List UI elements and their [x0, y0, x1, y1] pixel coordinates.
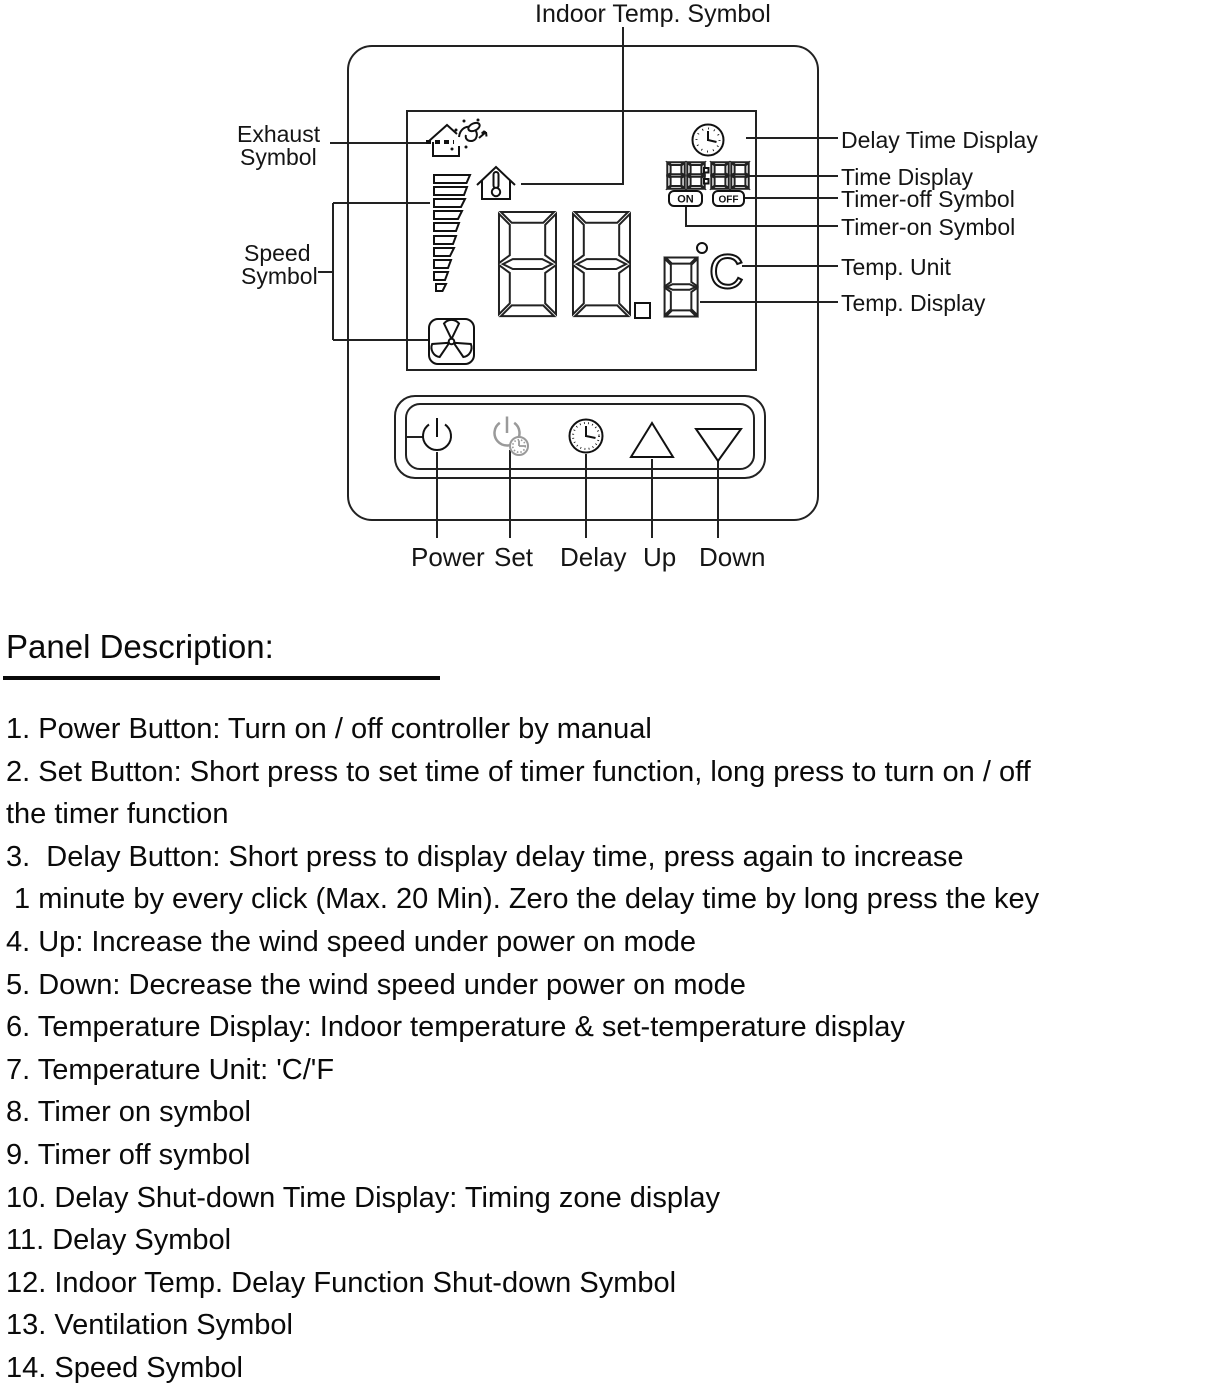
indoor-temp-label: Indoor Temp. Symbol: [535, 0, 771, 28]
temperature-display-digits: [498, 211, 699, 319]
indoor-temp-icon: [476, 165, 516, 200]
temp-unit-icon: C: [696, 242, 745, 300]
delay-button-label: Delay: [560, 542, 627, 572]
description-line: 7. Temperature Unit: 'C/'F: [6, 1053, 335, 1086]
description-line: 10. Delay Shut-down Time Display: Timing…: [6, 1181, 721, 1214]
description-line: 2. Set Button: Short press to set time o…: [6, 755, 1031, 788]
up-button-icon: [629, 421, 675, 458]
description-line: 1. Power Button: Turn on / off controlle…: [6, 713, 652, 745]
set-button-icon: [493, 416, 529, 456]
description-line: 12. Indoor Temp. Delay Function Shut-dow…: [6, 1266, 677, 1299]
exhaust-label-line2: Symbol: [240, 144, 317, 170]
ventilation-fan-icon: [427, 318, 476, 365]
callout-bracket-speed: [318, 202, 430, 341]
down-button-label: Down: [699, 542, 766, 572]
speed-label-line2: Symbol: [241, 263, 318, 289]
description-line: 6. Temperature Display: Indoor temperatu…: [6, 1011, 905, 1044]
controller-panel-diagram: ON OFF C: [318, 27, 838, 538]
description-line: 9. Timer off symbol: [6, 1138, 251, 1171]
description-line: 14. Speed Symbol: [6, 1351, 243, 1384]
description-line: 13. Ventilation Symbol: [6, 1309, 293, 1342]
timer-on-badge: ON: [668, 190, 703, 207]
decimal-point: [634, 302, 651, 319]
timer-off-label: Timer-off Symbol: [841, 186, 1015, 212]
power-button-icon: [422, 418, 452, 451]
description-line: 4. Up: Increase the wind speed under pow…: [6, 925, 696, 958]
description-line: the timer function: [6, 798, 229, 831]
temp-unit-label: Temp. Unit: [841, 254, 951, 280]
exhaust-icon: [426, 118, 488, 157]
time-display-digits: [666, 161, 750, 190]
callout-lines-buttons: [436, 450, 719, 538]
up-button-label: Up: [643, 542, 677, 572]
panel-description-list: 1. Power Button: Turn on / off controlle…: [6, 708, 1216, 1390]
timer-off-badge: OFF: [712, 190, 745, 207]
heading-underline: [3, 676, 440, 680]
panel-description-heading: Panel Description:: [6, 628, 274, 665]
set-button-label: Set: [494, 542, 534, 572]
delay-button-icon: [568, 418, 604, 454]
time-display-label: Time Display: [841, 164, 974, 190]
description-line: 5. Down: Decrease the wind speed under p…: [6, 968, 746, 1001]
timer-off-badge-text: OFF: [719, 195, 739, 206]
power-button-label: Power: [411, 542, 485, 572]
temp-unit-letter: C: [709, 246, 744, 299]
description-line: 11. Delay Symbol: [6, 1224, 232, 1257]
callout-line-timer-on: [685, 204, 838, 227]
speed-bars-icon: [433, 174, 472, 292]
delay-time-display-label: Delay Time Display: [841, 127, 1038, 153]
description-line: 1 minute by every click (Max. 20 Min). Z…: [6, 883, 1040, 916]
description-line: 8. Timer on symbol: [6, 1096, 251, 1129]
callout-line-indoor-temp: [521, 27, 624, 185]
delay-time-clock-icon: [691, 123, 725, 157]
speed-label-line1: Speed: [244, 240, 311, 266]
exhaust-label-line1: Exhaust: [237, 121, 321, 147]
timer-on-badge-text: ON: [677, 194, 694, 206]
description-line: 3. Delay Button: Short press to display …: [6, 840, 964, 873]
temp-display-label: Temp. Display: [841, 290, 986, 316]
timer-on-label: Timer-on Symbol: [841, 214, 1016, 240]
down-button-icon: [694, 428, 743, 463]
